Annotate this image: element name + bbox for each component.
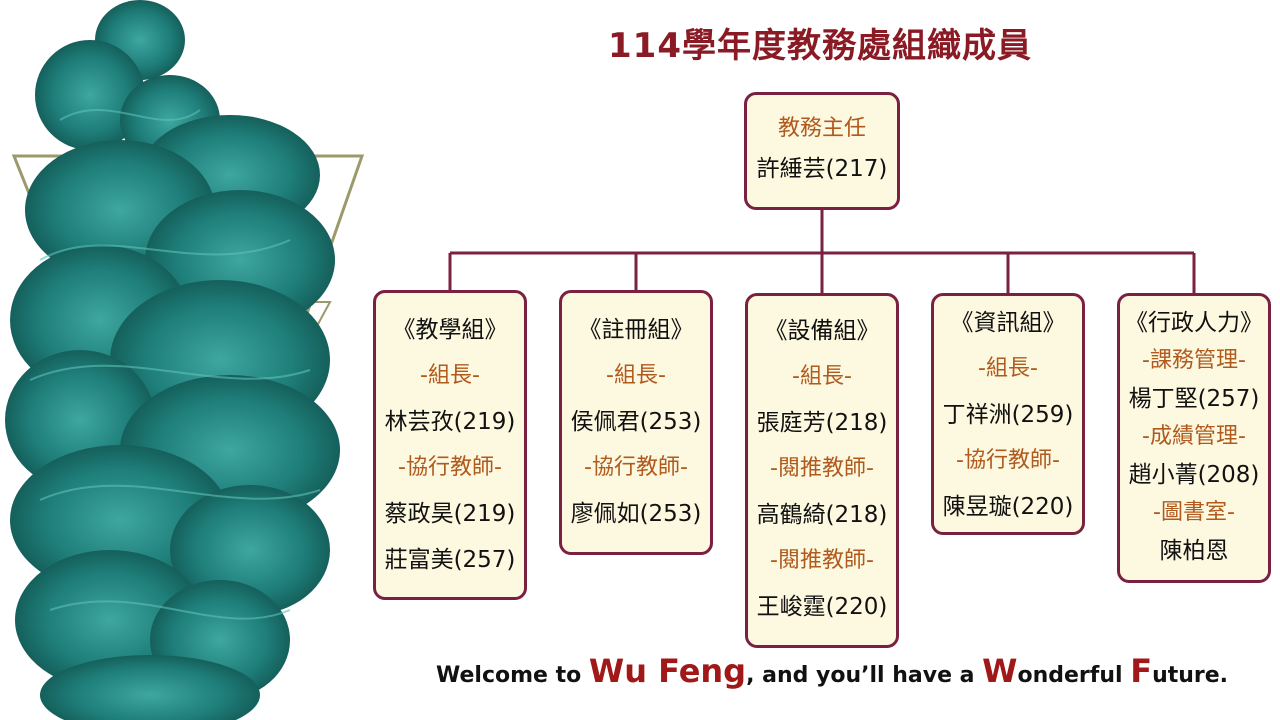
group-title: 《設備組》 xyxy=(764,318,880,344)
group-line: -協行教師- xyxy=(956,448,1060,473)
group-line: 侯佩君(253) xyxy=(570,409,702,435)
group-line: -組長- xyxy=(420,363,480,388)
group-line: -圖書室- xyxy=(1153,500,1235,525)
group-title: 《行政人力》 xyxy=(1125,310,1263,336)
director-name: 許綞芸(217) xyxy=(756,156,888,182)
director-box: 教務主任 許綞芸(217) xyxy=(744,92,900,210)
group-line: -組長- xyxy=(792,364,852,389)
teal-ink-illustration xyxy=(5,0,365,720)
group-line: 王峻霆(220) xyxy=(756,594,888,620)
group-line: 林芸孜(219) xyxy=(384,409,516,435)
ink-cloud-shape xyxy=(5,0,340,720)
group-line: 張庭芳(218) xyxy=(756,410,888,436)
group-line: 蔡政昊(219) xyxy=(384,501,516,527)
group-line: 趙小菁(208) xyxy=(1128,462,1260,488)
group-line: 楊丁堅(257) xyxy=(1128,386,1260,412)
group-title: 《註冊組》 xyxy=(578,317,694,343)
group-box-teaching: 《教學組》 -組長- 林芸孜(219) -協行教師- 蔡政昊(219) 莊富美(… xyxy=(373,290,527,600)
welcome-slogan: Welcome to Wu Feng, and you’ll have a Wo… xyxy=(436,652,1236,690)
group-line: -組長- xyxy=(978,356,1038,381)
group-line: 莊富美(257) xyxy=(384,547,516,573)
slogan-part: , and you’ll have a xyxy=(746,663,983,688)
slogan-letter-w: W xyxy=(982,652,1018,690)
group-line: -成績管理- xyxy=(1142,424,1246,449)
slogan-part: Welcome to xyxy=(436,663,589,688)
group-box-information: 《資訊組》 -組長- 丁祥洲(259) -協行教師- 陳昱璇(220) xyxy=(931,293,1085,535)
group-line: -課務管理- xyxy=(1142,348,1246,373)
director-role: 教務主任 xyxy=(777,116,866,141)
group-line: -閱推教師- xyxy=(770,456,874,481)
group-box-admin-staff: 《行政人力》 -課務管理- 楊丁堅(257) -成績管理- 趙小菁(208) -… xyxy=(1117,293,1271,583)
slogan-part: uture. xyxy=(1152,663,1229,688)
group-line: 陳柏恩 xyxy=(1159,538,1229,564)
page-title: 114學年度教務處組織成員 xyxy=(608,26,1032,66)
group-line: -閱推教師- xyxy=(770,548,874,573)
group-box-registration: 《註冊組》 -組長- 侯佩君(253) -協行教師- 廖佩如(253) xyxy=(559,290,713,555)
slogan-school-name: Wu Feng xyxy=(588,652,747,690)
group-line: 高鶴綺(218) xyxy=(756,502,888,528)
group-line: 廖佩如(253) xyxy=(570,501,702,527)
group-title: 《教學組》 xyxy=(392,317,508,343)
group-title: 《資訊組》 xyxy=(950,310,1066,336)
group-line: 陳昱璇(220) xyxy=(942,494,1074,520)
slogan-part: onderful xyxy=(1017,663,1131,688)
group-line: -協行教師- xyxy=(584,455,688,480)
ink-swirl-highlights xyxy=(29,109,321,620)
group-line: 丁祥洲(259) xyxy=(942,402,1074,428)
group-box-equipment: 《設備組》 -組長- 張庭芳(218) -閱推教師- 高鶴綺(218) -閱推教… xyxy=(745,293,899,648)
slogan-letter-f: F xyxy=(1130,652,1153,690)
group-line: -組長- xyxy=(606,363,666,388)
group-line: -協行教師- xyxy=(398,455,502,480)
